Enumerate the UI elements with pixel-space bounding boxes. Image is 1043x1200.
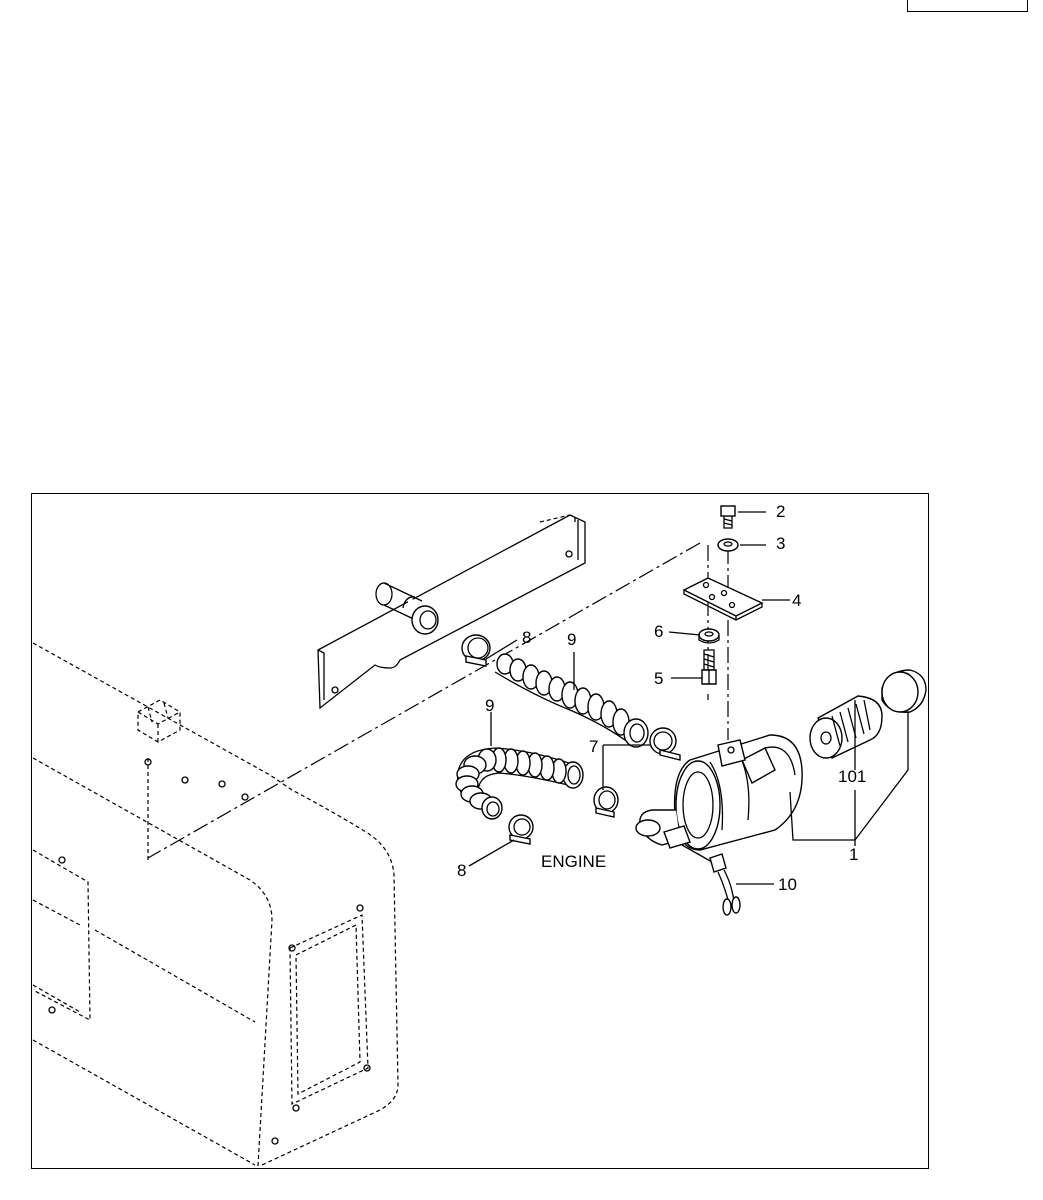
- callout-4: 4: [792, 591, 801, 610]
- assembly-centerline: [147, 542, 701, 859]
- callout-8-bottom: 8: [457, 861, 466, 880]
- hose-clamp-part-8-top: [461, 634, 491, 667]
- hose-clamp-part-7-lower: [593, 786, 619, 818]
- callout-3: 3: [776, 534, 785, 553]
- mounting-bracket: [317, 514, 586, 710]
- sensor-part-10: [681, 844, 741, 916]
- hose-clamp-part-8-bottom: [508, 814, 534, 845]
- plate-part-4: [682, 577, 764, 621]
- machine-housing: [32, 642, 399, 1167]
- callout-2: 2: [776, 502, 785, 521]
- washer-part-6: [698, 628, 720, 644]
- engine-label: ENGINE: [541, 852, 606, 871]
- filter-element-part-101: [809, 695, 883, 759]
- callout-9-left: 9: [485, 696, 494, 715]
- callout-8-top: 8: [522, 628, 531, 647]
- callout-7: 7: [589, 737, 598, 756]
- callout-5: 5: [654, 669, 663, 688]
- callout-6: 6: [654, 622, 663, 641]
- end-cap: [881, 669, 927, 713]
- callout-101: 101: [838, 767, 866, 786]
- corrugated-hose-part-9-top: [494, 653, 649, 748]
- washer-part-3: [717, 538, 739, 552]
- diagram-frame: [31, 493, 929, 1169]
- page-number-box: [907, 0, 1028, 12]
- corrugated-hose-part-9-left: [455, 747, 584, 820]
- hose-clamp-part-7-upper: [649, 727, 681, 761]
- callout-10: 10: [778, 875, 797, 894]
- bolt-part-5: [701, 649, 717, 685]
- air-cleaner-part-1: [635, 734, 803, 851]
- callout-9-top: 9: [567, 630, 576, 649]
- leader-lines: [468, 511, 909, 885]
- bolt-part-2: [720, 505, 736, 529]
- callout-1: 1: [849, 845, 858, 864]
